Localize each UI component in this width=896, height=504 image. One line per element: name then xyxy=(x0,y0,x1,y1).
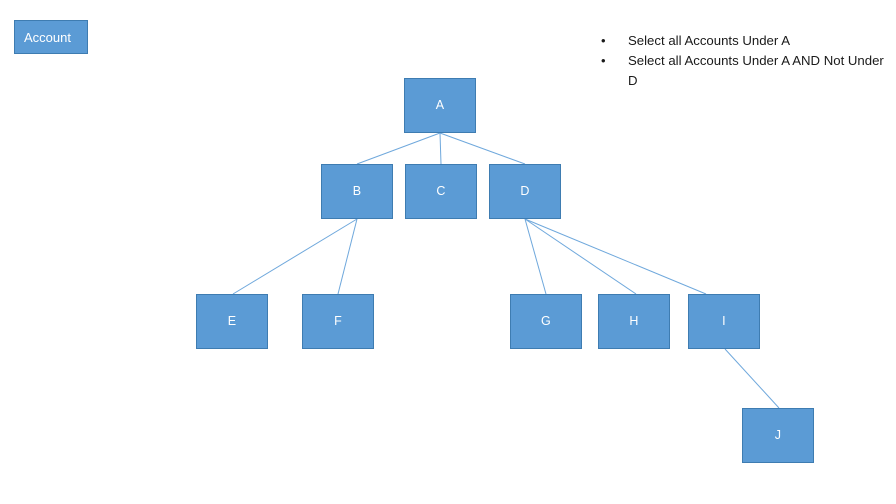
legend-account-box[interactable]: Account xyxy=(14,20,88,54)
edge-b-to-e xyxy=(232,218,358,295)
note-text: Select all Accounts Under A AND Not Unde… xyxy=(628,53,884,88)
bullet-icon: • xyxy=(601,33,606,48)
tree-node-label: J xyxy=(774,428,782,443)
edge-i-to-j xyxy=(724,348,780,409)
tree-node-i[interactable]: I xyxy=(688,294,760,349)
tree-node-label: I xyxy=(722,314,726,329)
edge-a-to-d xyxy=(439,132,526,165)
tree-node-g[interactable]: G xyxy=(510,294,582,349)
tree-node-d[interactable]: D xyxy=(489,164,561,219)
edge-d-to-g xyxy=(524,218,547,295)
tree-node-e[interactable]: E xyxy=(196,294,268,349)
tree-node-label: H xyxy=(629,314,639,329)
bullet-icon: • xyxy=(601,53,606,68)
tree-node-c[interactable]: C xyxy=(405,164,477,219)
edge-a-to-c xyxy=(439,132,442,165)
edge-a-to-b xyxy=(356,132,441,165)
tree-node-a[interactable]: A xyxy=(404,78,476,133)
tree-node-label: B xyxy=(352,184,362,199)
edge-d-to-h xyxy=(524,218,637,295)
tree-node-label: A xyxy=(435,98,445,113)
tree-node-label: F xyxy=(334,314,342,329)
tree-node-label: C xyxy=(436,184,446,199)
note-item: • Select all Accounts Under A AND Not Und… xyxy=(594,51,894,91)
notes-list: • Select all Accounts Under A • Select all … xyxy=(594,31,894,91)
tree-node-b[interactable]: B xyxy=(321,164,393,219)
tree-node-label: E xyxy=(227,314,237,329)
legend-account-label: Account xyxy=(24,29,71,45)
edge-d-to-i xyxy=(524,218,707,295)
tree-node-label: D xyxy=(520,184,530,199)
tree-node-h[interactable]: H xyxy=(598,294,670,349)
note-item: • Select all Accounts Under A xyxy=(594,31,894,51)
tree-node-label: G xyxy=(541,314,551,329)
edge-b-to-f xyxy=(337,218,358,295)
tree-node-f[interactable]: F xyxy=(302,294,374,349)
tree-node-j[interactable]: J xyxy=(742,408,814,463)
note-text: Select all Accounts Under A xyxy=(628,33,791,48)
